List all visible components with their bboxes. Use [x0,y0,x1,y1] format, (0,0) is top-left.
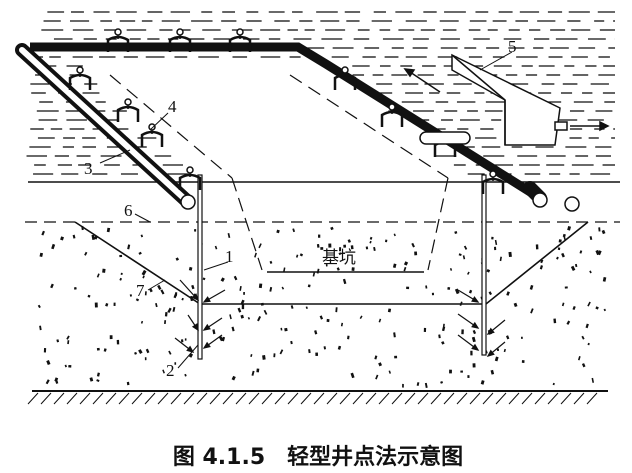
label-2: 2 [166,361,175,380]
label-7: 7 [136,281,145,300]
lowered-water-table [74,221,589,305]
well-pipe-right [481,174,487,356]
swing-pipe-couplings [68,28,505,194]
water-surface-hatching [26,11,615,175]
label-5: 5 [508,37,517,56]
pump-station [403,53,610,146]
figure-caption: 图 4.1.5 轻型井点法示意图 [173,444,463,470]
label-4: 4 [168,97,177,116]
foundation-pit-outline [231,177,263,271]
label-3: 3 [84,159,93,178]
label-1: 1 [225,247,234,266]
foundation-pit-outline-right [427,177,449,271]
well-pipe-left [197,174,203,360]
bedrock-hatching [27,392,598,405]
pipe-end-section [564,196,580,212]
seepage-arrows [174,279,506,357]
soil-dots [37,225,607,388]
foundation-pit-label: 基坑 [322,248,356,268]
label-6: 6 [124,201,133,220]
